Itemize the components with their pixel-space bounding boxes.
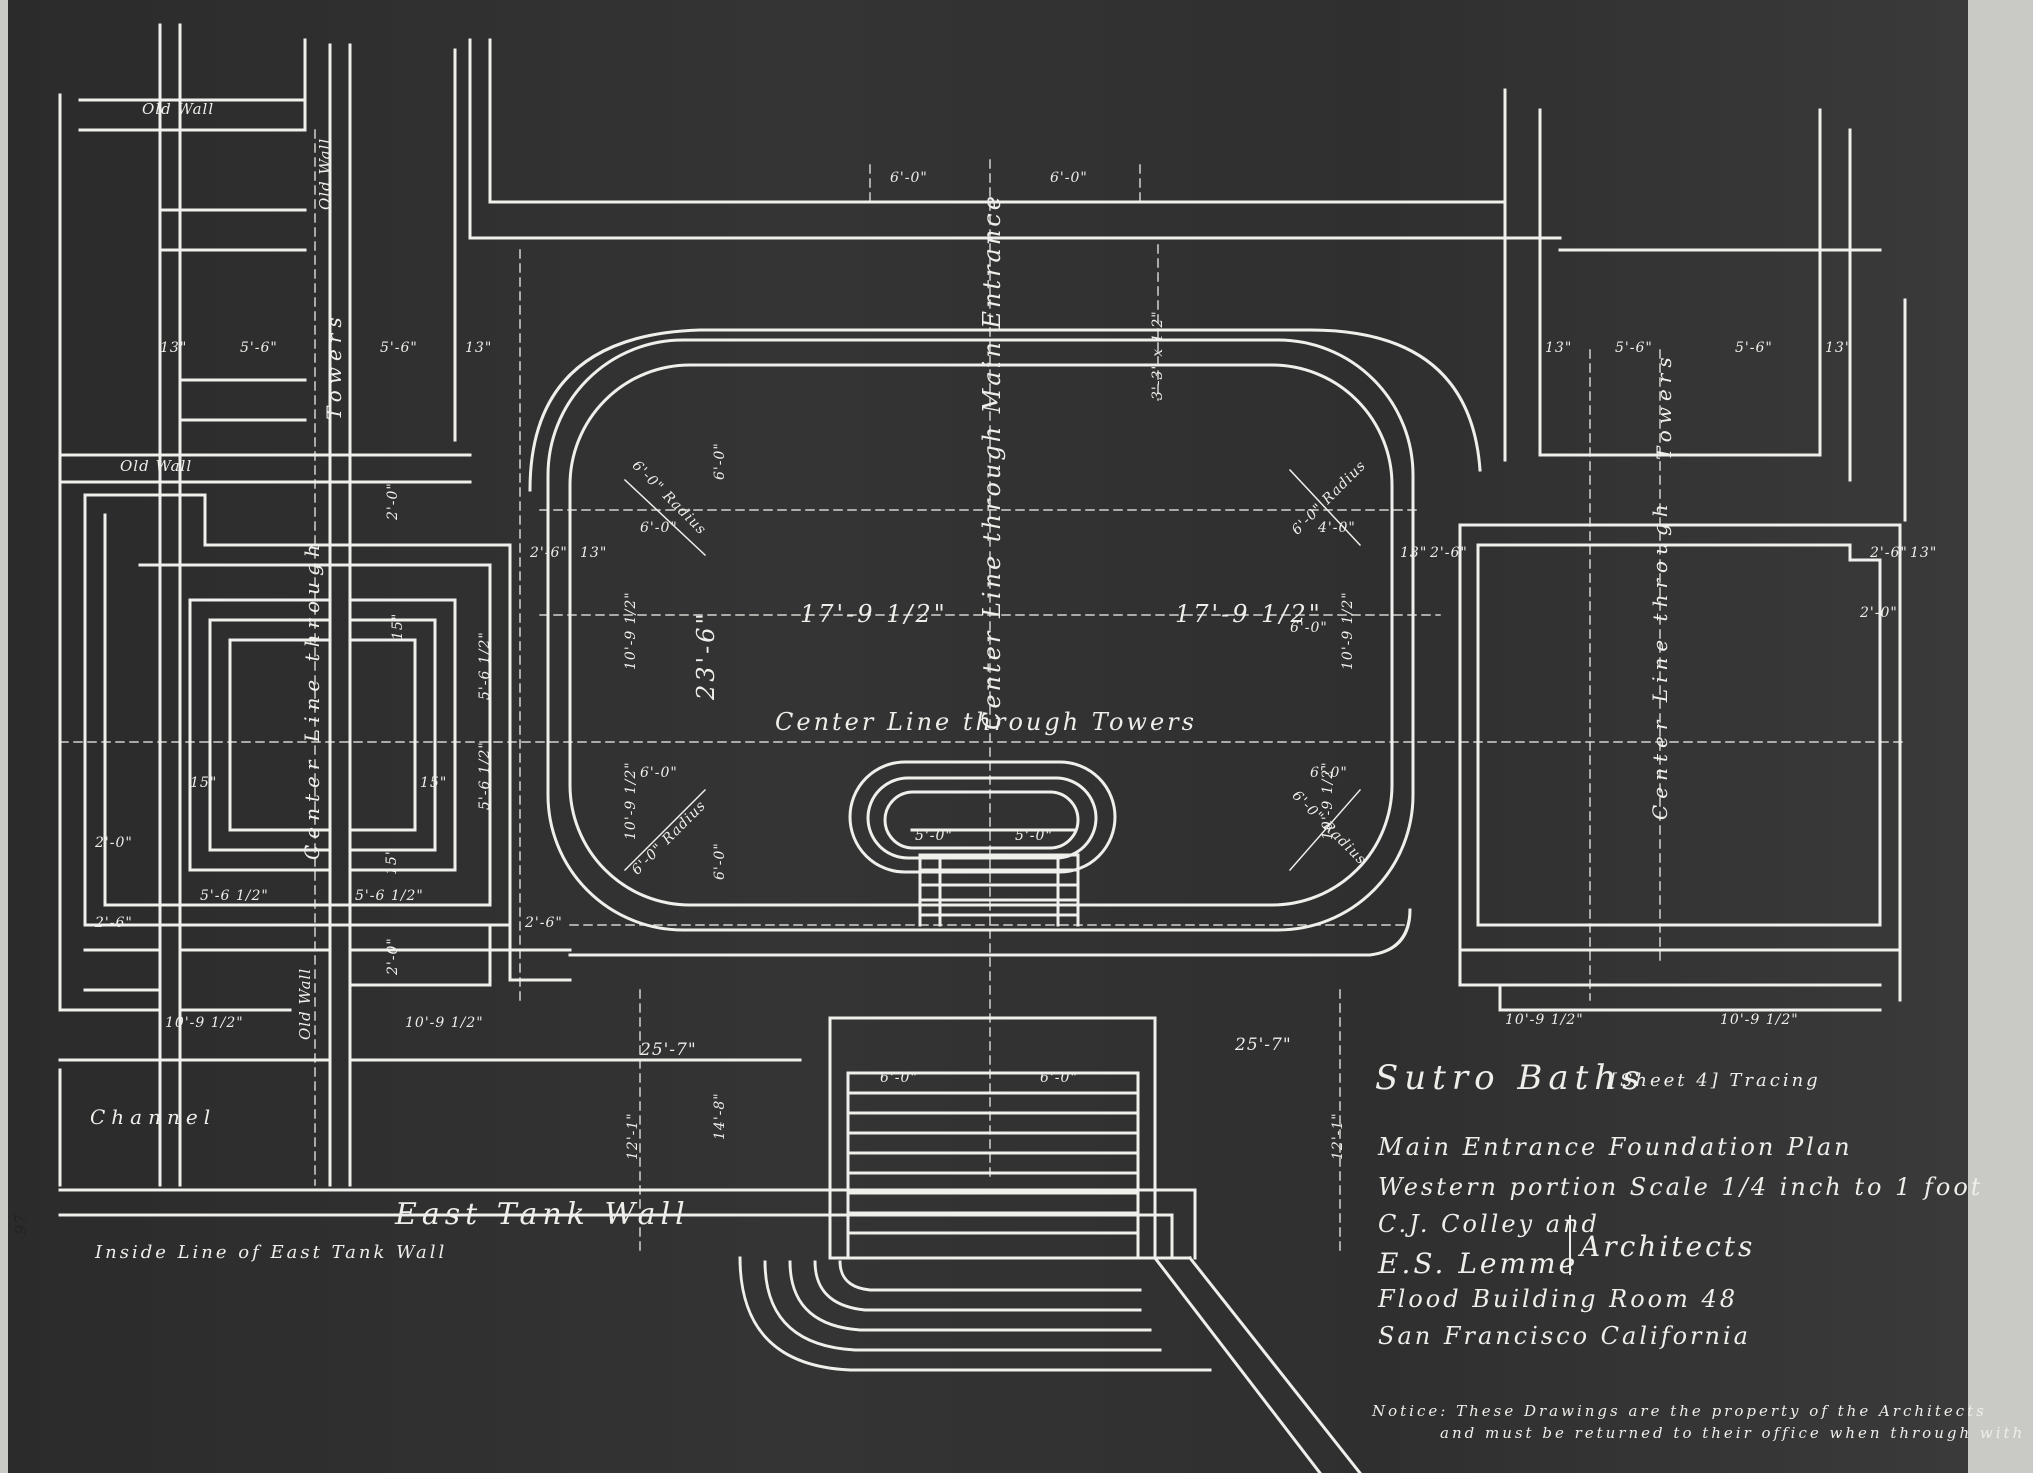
dim-26b: 2'-6" — [1430, 545, 1468, 561]
dim-60c: 6'-0" — [1310, 765, 1348, 781]
dim-26a: 2'-6" — [530, 545, 568, 561]
dim-stair-60b: 6'-0" — [1040, 1070, 1078, 1086]
dim-26e: 2'-6" — [525, 915, 563, 931]
notice-2: and must be returned to their office whe… — [1440, 1424, 2026, 1442]
main-stair-treads — [846, 1071, 1140, 1260]
dim-left-13b: 13" — [465, 340, 493, 356]
old-wall-left-label: Old Wall — [120, 457, 193, 475]
towers-axis-label: Center Line through Towers — [775, 708, 1197, 736]
left-tower-walls — [158, 23, 457, 1187]
dim-left-20a: 2'-0" — [95, 835, 133, 851]
left-base-steps — [58, 903, 572, 1012]
dim-bl-1092a: 10'-9 1/2" — [165, 1015, 244, 1031]
dim-13c: 13" — [1910, 545, 1938, 561]
top-corridor-inner — [468, 38, 1562, 240]
east-tank-wall — [58, 1188, 1197, 1260]
dim-mid-left: 17'-9 1/2" — [800, 600, 948, 628]
left-foundation-block — [83, 493, 512, 927]
inner-stair-treads — [910, 828, 1080, 927]
drawing-title: Sutro Baths — [1375, 1058, 1646, 1098]
dim-left-15a: 15" — [190, 775, 218, 791]
dim-left-15b: 15" — [420, 775, 448, 791]
dim-left-562a: 5'-6 1/2" — [200, 888, 269, 904]
dim-right-56b: 5'-6" — [1735, 340, 1773, 356]
notice-1: Notice: These Drawings are the property … — [1372, 1402, 1987, 1420]
old-wall-bands — [58, 98, 472, 484]
dim-mid-right: 17'-9 1/2" — [1175, 600, 1323, 628]
dim-br-1092a: 10'-9 1/2" — [1505, 1012, 1584, 1028]
left-box-lines — [158, 208, 307, 422]
blueprint-board — [8, 0, 1968, 1473]
dim-13a: 13" — [580, 545, 608, 561]
right-tower-walls — [1503, 88, 1882, 482]
dim-60a: 6'-0" — [640, 520, 678, 536]
dim-13b: 13" — [1400, 545, 1428, 561]
architect-2: E.S. Lemme — [1378, 1247, 1579, 1280]
subtitle-1: Main Entrance Foundation Plan — [1378, 1133, 1853, 1161]
east-tank-wall-label: East Tank Wall — [395, 1197, 690, 1232]
subtitle-2: Western portion Scale 1/4 inch to 1 foot — [1378, 1173, 1984, 1201]
office-2: San Francisco California — [1378, 1322, 1751, 1350]
outer-curve-tl — [528, 328, 1482, 492]
dim-right-20: 2'-0" — [1860, 605, 1898, 621]
channel-label: Channel — [90, 1105, 217, 1129]
dim-bl-1092b: 10'-9 1/2" — [405, 1015, 484, 1031]
dim-right-13b: 13" — [1825, 340, 1853, 356]
dim-left-562b: 5'-6 1/2" — [355, 888, 424, 904]
dim-stair-60a: 6'-0" — [880, 1070, 918, 1086]
architect-1: C.J. Colley and — [1378, 1210, 1600, 1238]
dim-right-56a: 5'-6" — [1615, 340, 1653, 356]
dim-26d: 2'-6" — [95, 915, 133, 931]
right-foundation-block — [1476, 543, 1882, 927]
entrance-outer-curb — [546, 338, 1415, 932]
dim-right-13: 13" — [1545, 340, 1573, 356]
dim-60g: 4'-0" — [1318, 520, 1356, 536]
dim-257b: 25'-7" — [1235, 1035, 1292, 1055]
dim-60f: 6'-0" — [1290, 620, 1328, 636]
stair-side-wall — [1152, 1255, 1362, 1473]
dim-left-13: 13" — [160, 340, 188, 356]
old-wall-top-label: Old Wall — [142, 100, 215, 118]
entrance-inner-curb — [568, 363, 1394, 907]
dim-top-b: 6'-0" — [1050, 170, 1088, 186]
dim-step-a: 5'-0" — [915, 828, 953, 844]
dim-left-56b: 5'-6" — [380, 340, 418, 356]
inner-stair-outer — [848, 760, 1117, 874]
page-mark: 97 — [11, 1213, 30, 1235]
stair-fan-steps — [738, 1256, 1172, 1372]
outer-curve-br — [568, 908, 1412, 957]
dim-257a: 25'-7" — [640, 1040, 697, 1060]
dim-left-56a: 5'-6" — [240, 340, 278, 356]
dim-26c: 2'-6" — [1870, 545, 1908, 561]
dim-top-a: 6'-0" — [890, 170, 928, 186]
dim-br-1092b: 10'-9 1/2" — [1720, 1012, 1799, 1028]
architects-label: Architects — [1580, 1230, 1756, 1263]
dim-step-b: 5'-0" — [1015, 828, 1053, 844]
dim-60b: 6'-0" — [640, 765, 678, 781]
office-1: Flood Building Room 48 — [1378, 1285, 1739, 1313]
main-stair-frame — [828, 1016, 1157, 1260]
sheet-note: [Sheet 4] Tracing — [1610, 1070, 1821, 1091]
inside-line-label: Inside Line of East Tank Wall — [95, 1242, 448, 1263]
